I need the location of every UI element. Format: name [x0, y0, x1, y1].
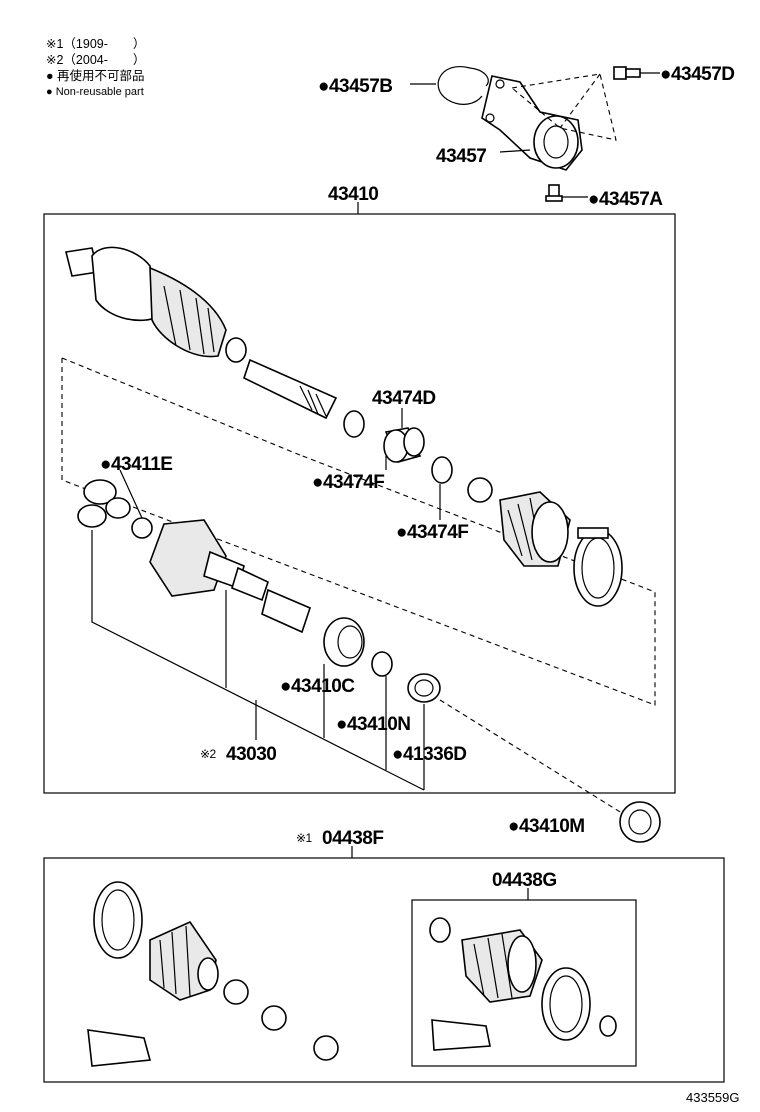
leader-43457	[499, 149, 531, 153]
drive-shaft-assembly-frame	[43, 213, 676, 794]
drive-shaft-bar[interactable]	[243, 358, 338, 420]
boot-clamp-small[interactable]	[467, 477, 493, 503]
label-43474D: 43474D	[372, 388, 436, 409]
label-41336D: ●41336D	[392, 744, 467, 765]
damper-43474D[interactable]	[383, 427, 425, 463]
label-04438F-mark: ※1	[296, 831, 313, 845]
leader-43411E	[119, 469, 143, 519]
bolt-43457D[interactable]	[613, 66, 641, 80]
label-43410N: ●43410N	[336, 714, 411, 735]
legend-note-1: ※1（1909- ）	[46, 37, 146, 51]
boot-kit-frame	[43, 857, 725, 1083]
kit-g-clamp-small[interactable]	[429, 917, 451, 943]
kit-g-inboard-boot[interactable]	[461, 929, 543, 1003]
bolt-43457A[interactable]	[545, 184, 563, 202]
kit-g-snap-ring[interactable]	[599, 1015, 617, 1037]
kit-clamp-3[interactable]	[313, 1035, 339, 1061]
bracket-bore-inner	[543, 125, 569, 159]
inboard-boot-kit-frame	[411, 899, 637, 1067]
kit-g-grease-tube[interactable]	[431, 1019, 491, 1051]
legend-nonreusable-jp: ● 再使用不可部品	[46, 69, 145, 83]
kit-grease-tube[interactable]	[87, 1029, 152, 1067]
bracket-hole-top	[495, 79, 505, 89]
bearing-43410C[interactable]	[323, 617, 365, 667]
figure-reference-number: 433559G	[686, 1090, 740, 1105]
outboard-cv-joint[interactable]	[65, 246, 247, 363]
bolt-alignment-guide	[510, 73, 617, 141]
label-43457A: ●43457A	[588, 189, 663, 210]
oil-seal-43410M[interactable]	[619, 801, 661, 843]
leader-group-43030	[91, 530, 425, 791]
label-04438G: 04438G	[492, 870, 557, 891]
inboard-joint-dashed-outline	[61, 357, 656, 706]
tripod-joint[interactable]	[77, 479, 131, 528]
label-43410: 43410	[328, 184, 378, 205]
oil-seal-dashed-guide	[439, 699, 626, 816]
bearing-bracket-assembly	[410, 66, 660, 202]
label-43474F-a: ●43474F	[312, 472, 384, 493]
kit-outboard-boot[interactable]	[149, 920, 219, 1001]
kit-clamp-1[interactable]	[223, 979, 249, 1005]
label-43474F-b: ●43474F	[396, 522, 468, 543]
shaft-spline	[299, 385, 327, 417]
kit-clamp-2[interactable]	[261, 1005, 287, 1031]
label-43030-mark: ※2	[200, 747, 217, 761]
bracket-bore	[533, 115, 579, 169]
boot-clamp-43474F-lower[interactable]	[431, 456, 453, 484]
stub-shaft[interactable]	[261, 588, 311, 634]
boot-clamp-43474F-upper[interactable]	[343, 410, 365, 438]
snap-ring-43457B[interactable]	[437, 66, 489, 105]
inboard-joint-housing-43030[interactable]	[149, 519, 269, 602]
legend: ※1（1909- ） ※2（2004- ） ● 再使用不可部品 ● Non-re…	[46, 36, 145, 100]
kit-g-clamp-large[interactable]	[541, 967, 591, 1041]
inboard-boot[interactable]	[499, 491, 571, 567]
bracket-hole-bottom	[485, 113, 495, 123]
label-43410C: ●43410C	[280, 676, 355, 697]
legend-nonreusable-en: ● Non-reusable part	[46, 86, 144, 98]
label-43030: 43030	[226, 744, 276, 765]
label-04438F: 04438F	[322, 828, 383, 849]
dust-seal-41336D[interactable]	[407, 673, 441, 703]
label-43457B: ●43457B	[318, 76, 393, 97]
label-43457D: ●43457D	[660, 64, 735, 85]
kit-outboard-boot-clamp-large[interactable]	[93, 881, 143, 959]
snap-ring-43411E[interactable]	[131, 517, 153, 539]
snap-ring-43410N[interactable]	[371, 651, 393, 677]
label-43457: 43457	[436, 146, 486, 167]
label-43411E: ●43411E	[100, 454, 172, 475]
legend-note-2: ※2（2004- ）	[46, 53, 146, 67]
label-43410M: ●43410M	[508, 816, 585, 837]
boot-clamp-large[interactable]	[573, 527, 623, 607]
